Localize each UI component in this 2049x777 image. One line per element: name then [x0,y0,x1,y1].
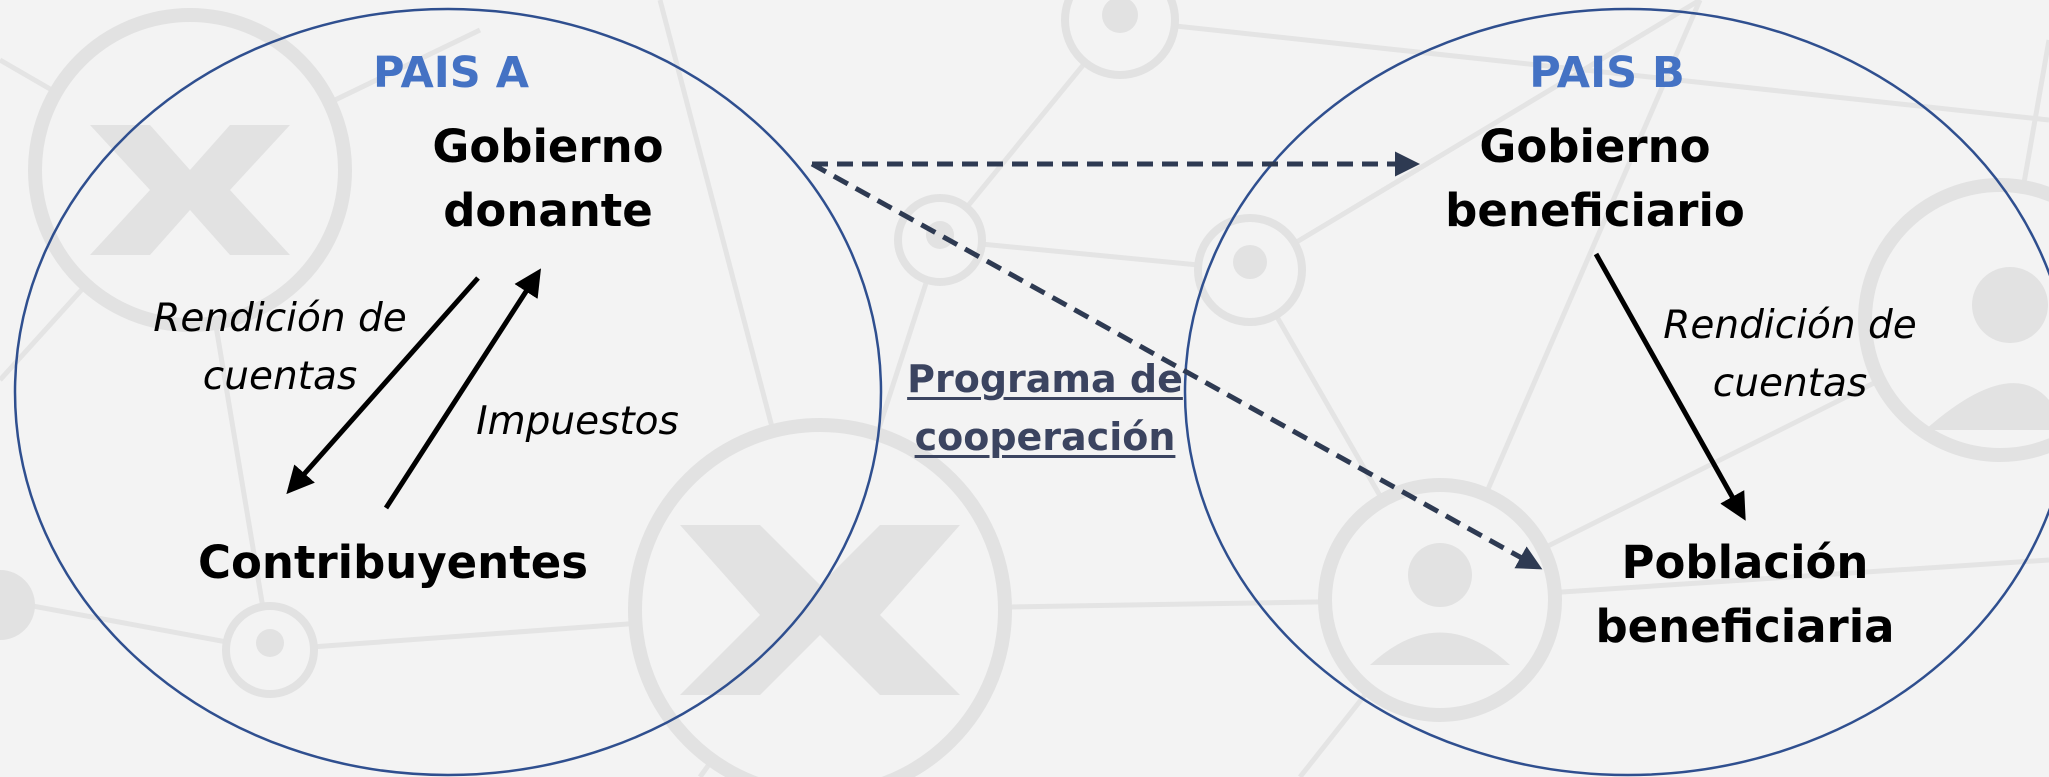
country-b-title: PAIS B [1529,48,1685,98]
country-a-title: PAIS A [372,48,530,98]
label-accountability-a: Rendición de cuentas [130,290,430,406]
node-beneficiary-government: Gobierno beneficiario [1425,115,1765,243]
cooperation-program-line-1: Programa de [907,357,1183,401]
donor-government-line-1: Gobierno [432,120,664,173]
taxes-arrow [383,268,541,510]
label-cooperation-program: Programa de cooperación [900,350,1190,466]
beneficiary-government-line-2: beneficiario [1445,184,1745,237]
donor-government-line-2: donante [443,184,653,237]
accountability-arrow-b [1593,252,1746,521]
node-donor-government: Gobierno donante [398,115,698,243]
accountability-arrow-a [286,276,480,495]
beneficiary-population-line-1: Población [1621,536,1869,589]
cooperation-program-line-2: cooperación [914,415,1176,459]
label-taxes: Impuestos [476,399,679,444]
beneficiary-government-line-1: Gobierno [1479,120,1711,173]
country-a-ellipse [13,7,883,777]
node-beneficiary-population: Población beneficiaria [1570,531,1920,659]
accountability-b-line-2: cuentas [1712,361,1868,406]
accountability-a-line-1: Rendición de [153,296,407,341]
node-taxpayers: Contribuyentes [197,536,589,589]
accountability-b-line-1: Rendición de [1663,303,1917,348]
accountability-a-line-2: cuentas [202,354,358,399]
beneficiary-population-line-2: beneficiaria [1595,600,1895,653]
cooperation-arrow-to-population [810,161,1543,570]
label-accountability-b: Rendición de cuentas [1640,297,1940,413]
country-b-ellipse [1183,7,2049,777]
